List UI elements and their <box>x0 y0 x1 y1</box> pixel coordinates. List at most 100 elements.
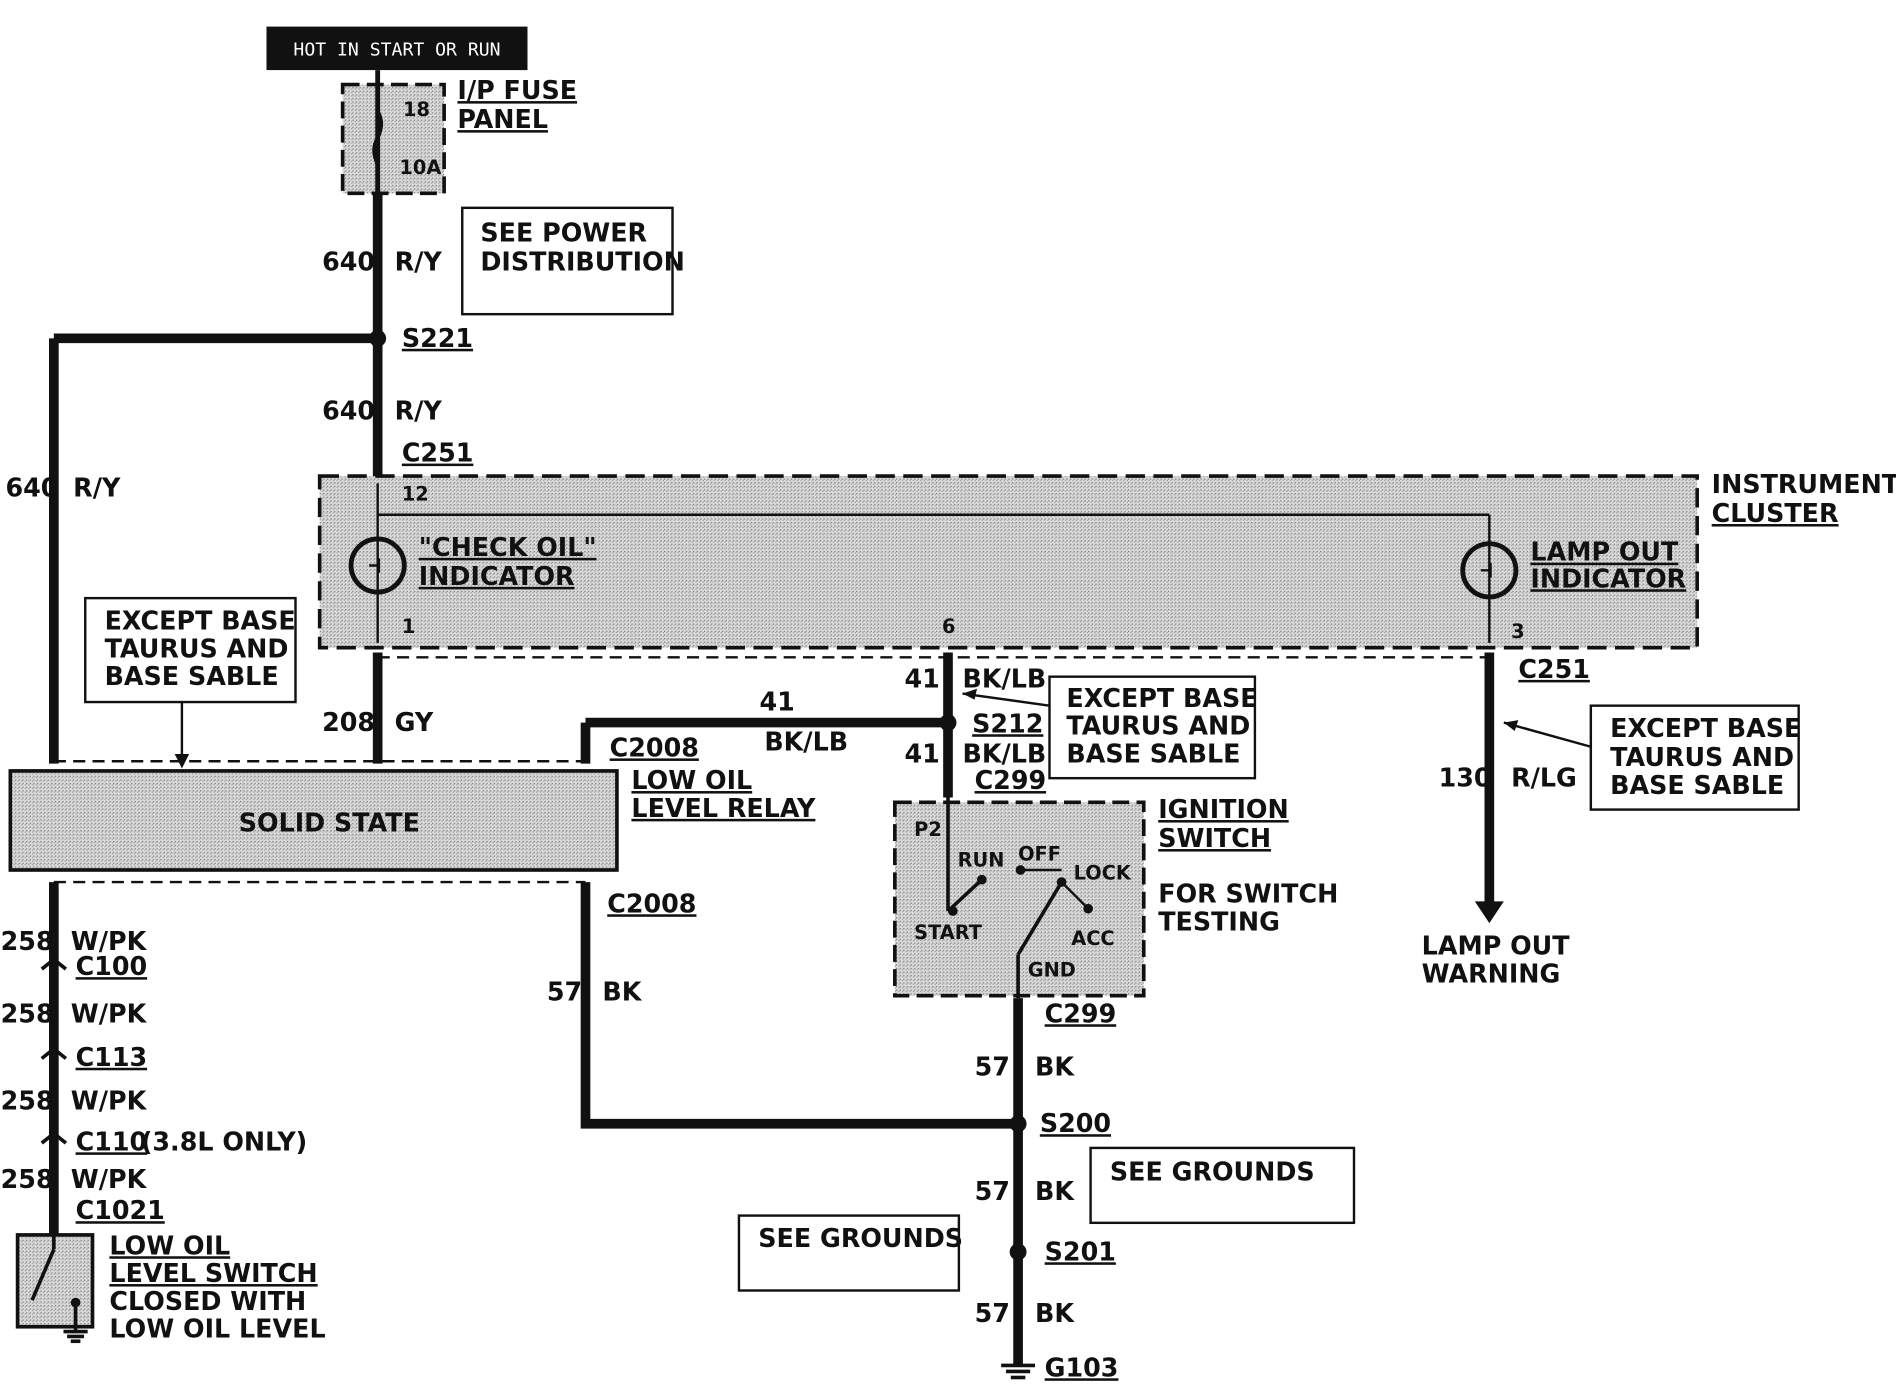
splice-s201: S201 <box>1045 1236 1116 1266</box>
ip-fuse-panel: 18 10A I/P FUSE PANEL <box>340 70 577 196</box>
connector-c299-top: C299 <box>975 765 1047 795</box>
svg-text:ACC: ACC <box>1071 927 1114 950</box>
svg-text:EXCEPT BASE: EXCEPT BASE <box>105 606 296 636</box>
svg-text:P2: P2 <box>914 818 942 841</box>
fuse-panel-name-1: I/P FUSE <box>457 75 577 105</box>
switch-contact-icon <box>30 1248 56 1301</box>
wire-57-c-color: BK <box>1035 1298 1075 1328</box>
connector-c113: C113 <box>76 1042 148 1072</box>
splice-s212-dot <box>939 714 957 732</box>
ignition-note-2: TESTING <box>1158 906 1280 936</box>
wire-130-circuit: 130 <box>1439 763 1492 793</box>
wire-258-a-circuit: 258 <box>1 926 54 956</box>
svg-text:EXCEPT BASE: EXCEPT BASE <box>1610 713 1801 743</box>
lamp-out-warning-2: WARNING <box>1422 958 1561 988</box>
wire-640-left-circuit: 640 <box>6 473 59 503</box>
low-oil-switch-2: LEVEL SWITCH <box>109 1258 317 1288</box>
except-note-1: EXCEPT BASE TAURUS AND BASE SABLE <box>84 596 297 769</box>
relay-label: SOLID STATE <box>239 807 420 837</box>
ground-icon <box>63 1326 88 1344</box>
fuse-rating: 10A <box>399 156 441 179</box>
fuse-element-icon <box>372 110 384 166</box>
wire-41-bottom-color: BK/LB <box>963 738 1047 768</box>
check-oil-lamp-icon <box>348 536 407 595</box>
connector-c1021: C1021 <box>76 1195 165 1225</box>
wire-258-b-circuit: 258 <box>1 998 54 1028</box>
connector-chevrons <box>40 957 68 1145</box>
arrow-icon <box>962 688 977 700</box>
low-oil-switch-1: LOW OIL <box>109 1230 230 1260</box>
splice-s201-dot <box>1009 1243 1027 1261</box>
relay-name-2: LEVEL RELAY <box>631 793 816 823</box>
svg-text:START: START <box>914 921 983 944</box>
power-header: HOT IN START OR RUN <box>266 26 528 71</box>
svg-text:SEE GROUNDS: SEE GROUNDS <box>758 1223 963 1253</box>
wire-640-mid-circuit: 640 <box>322 395 375 425</box>
wire-57-relay <box>580 882 1019 1129</box>
wire-208-circuit: 208 <box>322 707 375 737</box>
low-oil-switch-3: CLOSED WITH <box>109 1286 306 1316</box>
wire-258-b-color: W/PK <box>71 998 148 1028</box>
see-grounds-note-2: SEE GROUNDS <box>737 1214 963 1292</box>
wire-130-color: R/LG <box>1511 763 1577 793</box>
wire-640-top-circuit: 640 <box>322 247 375 277</box>
check-oil-label-1: "CHECK OIL" <box>419 532 597 562</box>
wire-208-color: GY <box>395 707 434 737</box>
svg-text:TAURUS AND: TAURUS AND <box>1066 711 1250 741</box>
svg-text:TAURUS AND: TAURUS AND <box>1610 742 1794 772</box>
low-oil-level-switch <box>15 1233 95 1344</box>
wire-57-relay-circuit: 57 <box>547 977 582 1007</box>
wire-640-left-color: R/Y <box>73 473 121 503</box>
see-grounds-note-1: SEE GROUNDS <box>1089 1146 1356 1225</box>
splice-s212: S212 <box>972 708 1043 738</box>
wire-41-horiz-color: BK/LB <box>764 726 848 756</box>
svg-text:TAURUS AND: TAURUS AND <box>105 633 289 663</box>
lamp-out-label-1: LAMP OUT <box>1530 537 1679 567</box>
connector-c110-note: (3.8L ONLY) <box>141 1126 307 1156</box>
ground-g103-icon <box>1001 1363 1035 1380</box>
wire-41-bottom-circuit: 41 <box>905 738 940 768</box>
switch-lever-icon <box>1016 881 1064 956</box>
wire-258-d-circuit: 258 <box>1 1164 54 1194</box>
see-power-note: SEE POWER DISTRIBUTION <box>461 206 685 316</box>
fuse-panel-name-2: PANEL <box>457 104 548 134</box>
connector-c251-top: C251 <box>402 438 474 468</box>
svg-text:SEE GROUNDS: SEE GROUNDS <box>1110 1157 1315 1187</box>
wire-57-b-color: BK <box>1035 1176 1075 1206</box>
wire-258-c-circuit: 258 <box>1 1085 54 1115</box>
fuse-number: 18 <box>403 98 430 121</box>
lamp-out-lamp-icon <box>1460 541 1519 600</box>
relay-name-1: LOW OIL <box>631 765 752 795</box>
cluster-name-1: INSTRUMENT <box>1712 469 1896 499</box>
svg-text:GND: GND <box>1028 958 1076 981</box>
wire-41-horiz-circuit: 41 <box>760 686 795 716</box>
ignition-switch: P2 RUN OFF LOCK START ACC GND <box>893 797 1146 999</box>
arrow-down-icon <box>1474 901 1504 924</box>
splice-s200-dot <box>1009 1115 1027 1133</box>
wire-258-a-color: W/PK <box>71 926 148 956</box>
lamp-out-label-2: INDICATOR <box>1530 563 1686 593</box>
svg-text:DISTRIBUTION: DISTRIBUTION <box>480 247 684 277</box>
lamp-out-warning-1: LAMP OUT <box>1422 931 1571 961</box>
splice-s221-dot <box>369 329 387 347</box>
cluster-pin-1: 1 <box>402 615 415 638</box>
connector-c100: C100 <box>76 951 148 981</box>
svg-text:OFF: OFF <box>1018 842 1061 865</box>
cluster-pin-3: 3 <box>1511 620 1524 643</box>
splice-s221: S221 <box>402 323 473 353</box>
wire-258-d-color: W/PK <box>71 1164 148 1194</box>
connector-c110: C110 <box>76 1126 148 1156</box>
instrument-cluster: 12 1 6 3 "CHECK OIL" INDICATOR LAMP OUT … <box>317 474 1699 650</box>
except-note-2: EXCEPT BASE TAURUS AND BASE SABLE <box>962 675 1258 780</box>
svg-text:RUN: RUN <box>958 848 1005 871</box>
svg-text:SEE POWER: SEE POWER <box>480 218 647 248</box>
connector-c251-right: C251 <box>1518 654 1590 684</box>
wire-57-a-circuit: 57 <box>975 1051 1010 1081</box>
wire-640-top-color: R/Y <box>395 247 443 277</box>
wire-41-top-color: BK/LB <box>963 664 1047 694</box>
ignition-name-1: IGNITION <box>1158 794 1288 824</box>
ignition-name-2: SWITCH <box>1158 823 1271 853</box>
cluster-name-2: CLUSTER <box>1712 498 1839 528</box>
cluster-pin-6: 6 <box>942 615 955 638</box>
